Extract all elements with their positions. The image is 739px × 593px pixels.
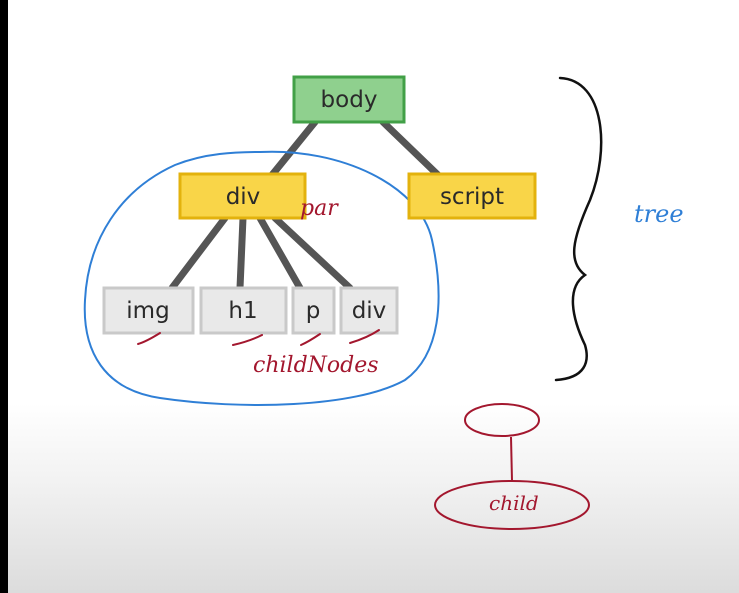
edge-div-h1 xyxy=(236,214,247,292)
node-div: div xyxy=(178,172,307,220)
annotation-child-nodes: childNodes xyxy=(253,353,379,378)
node-body: body xyxy=(292,75,406,124)
sketch-parent-node xyxy=(464,403,540,437)
node-body-label: body xyxy=(321,87,378,113)
edge-body-script xyxy=(379,118,442,179)
node-div-child: div xyxy=(339,286,399,335)
node-div-child-label: div xyxy=(352,298,387,324)
sketch-edge xyxy=(510,436,513,482)
edge-div-img xyxy=(168,214,229,292)
tick-img xyxy=(137,332,161,345)
child-tick-marks xyxy=(137,329,380,346)
tick-h1 xyxy=(232,334,263,346)
tree-edges xyxy=(168,118,442,292)
node-p-label: p xyxy=(306,298,321,324)
node-script-label: script xyxy=(440,184,504,210)
node-script: script xyxy=(407,172,537,220)
subtree-enclosure xyxy=(83,150,440,406)
tick-p xyxy=(300,333,321,346)
node-img-label: img xyxy=(126,298,169,324)
sketch-child-node xyxy=(434,480,590,530)
node-h1-label: h1 xyxy=(228,298,257,324)
edge-div-p xyxy=(256,214,304,292)
node-img: img xyxy=(102,286,195,335)
tree-brace xyxy=(554,76,603,382)
node-h1: h1 xyxy=(199,286,288,335)
node-p: p xyxy=(291,286,336,335)
child-sketch xyxy=(434,403,590,530)
node-div-label: div xyxy=(226,184,261,210)
edge-div-div xyxy=(271,214,354,292)
top-strip xyxy=(0,0,739,10)
annotation-tree: tree xyxy=(634,200,684,228)
edge-body-div xyxy=(268,118,319,179)
annotation-parent: par xyxy=(300,196,339,221)
annotation-child: child xyxy=(489,491,539,515)
left-border xyxy=(0,0,8,593)
tick-div xyxy=(349,329,380,344)
